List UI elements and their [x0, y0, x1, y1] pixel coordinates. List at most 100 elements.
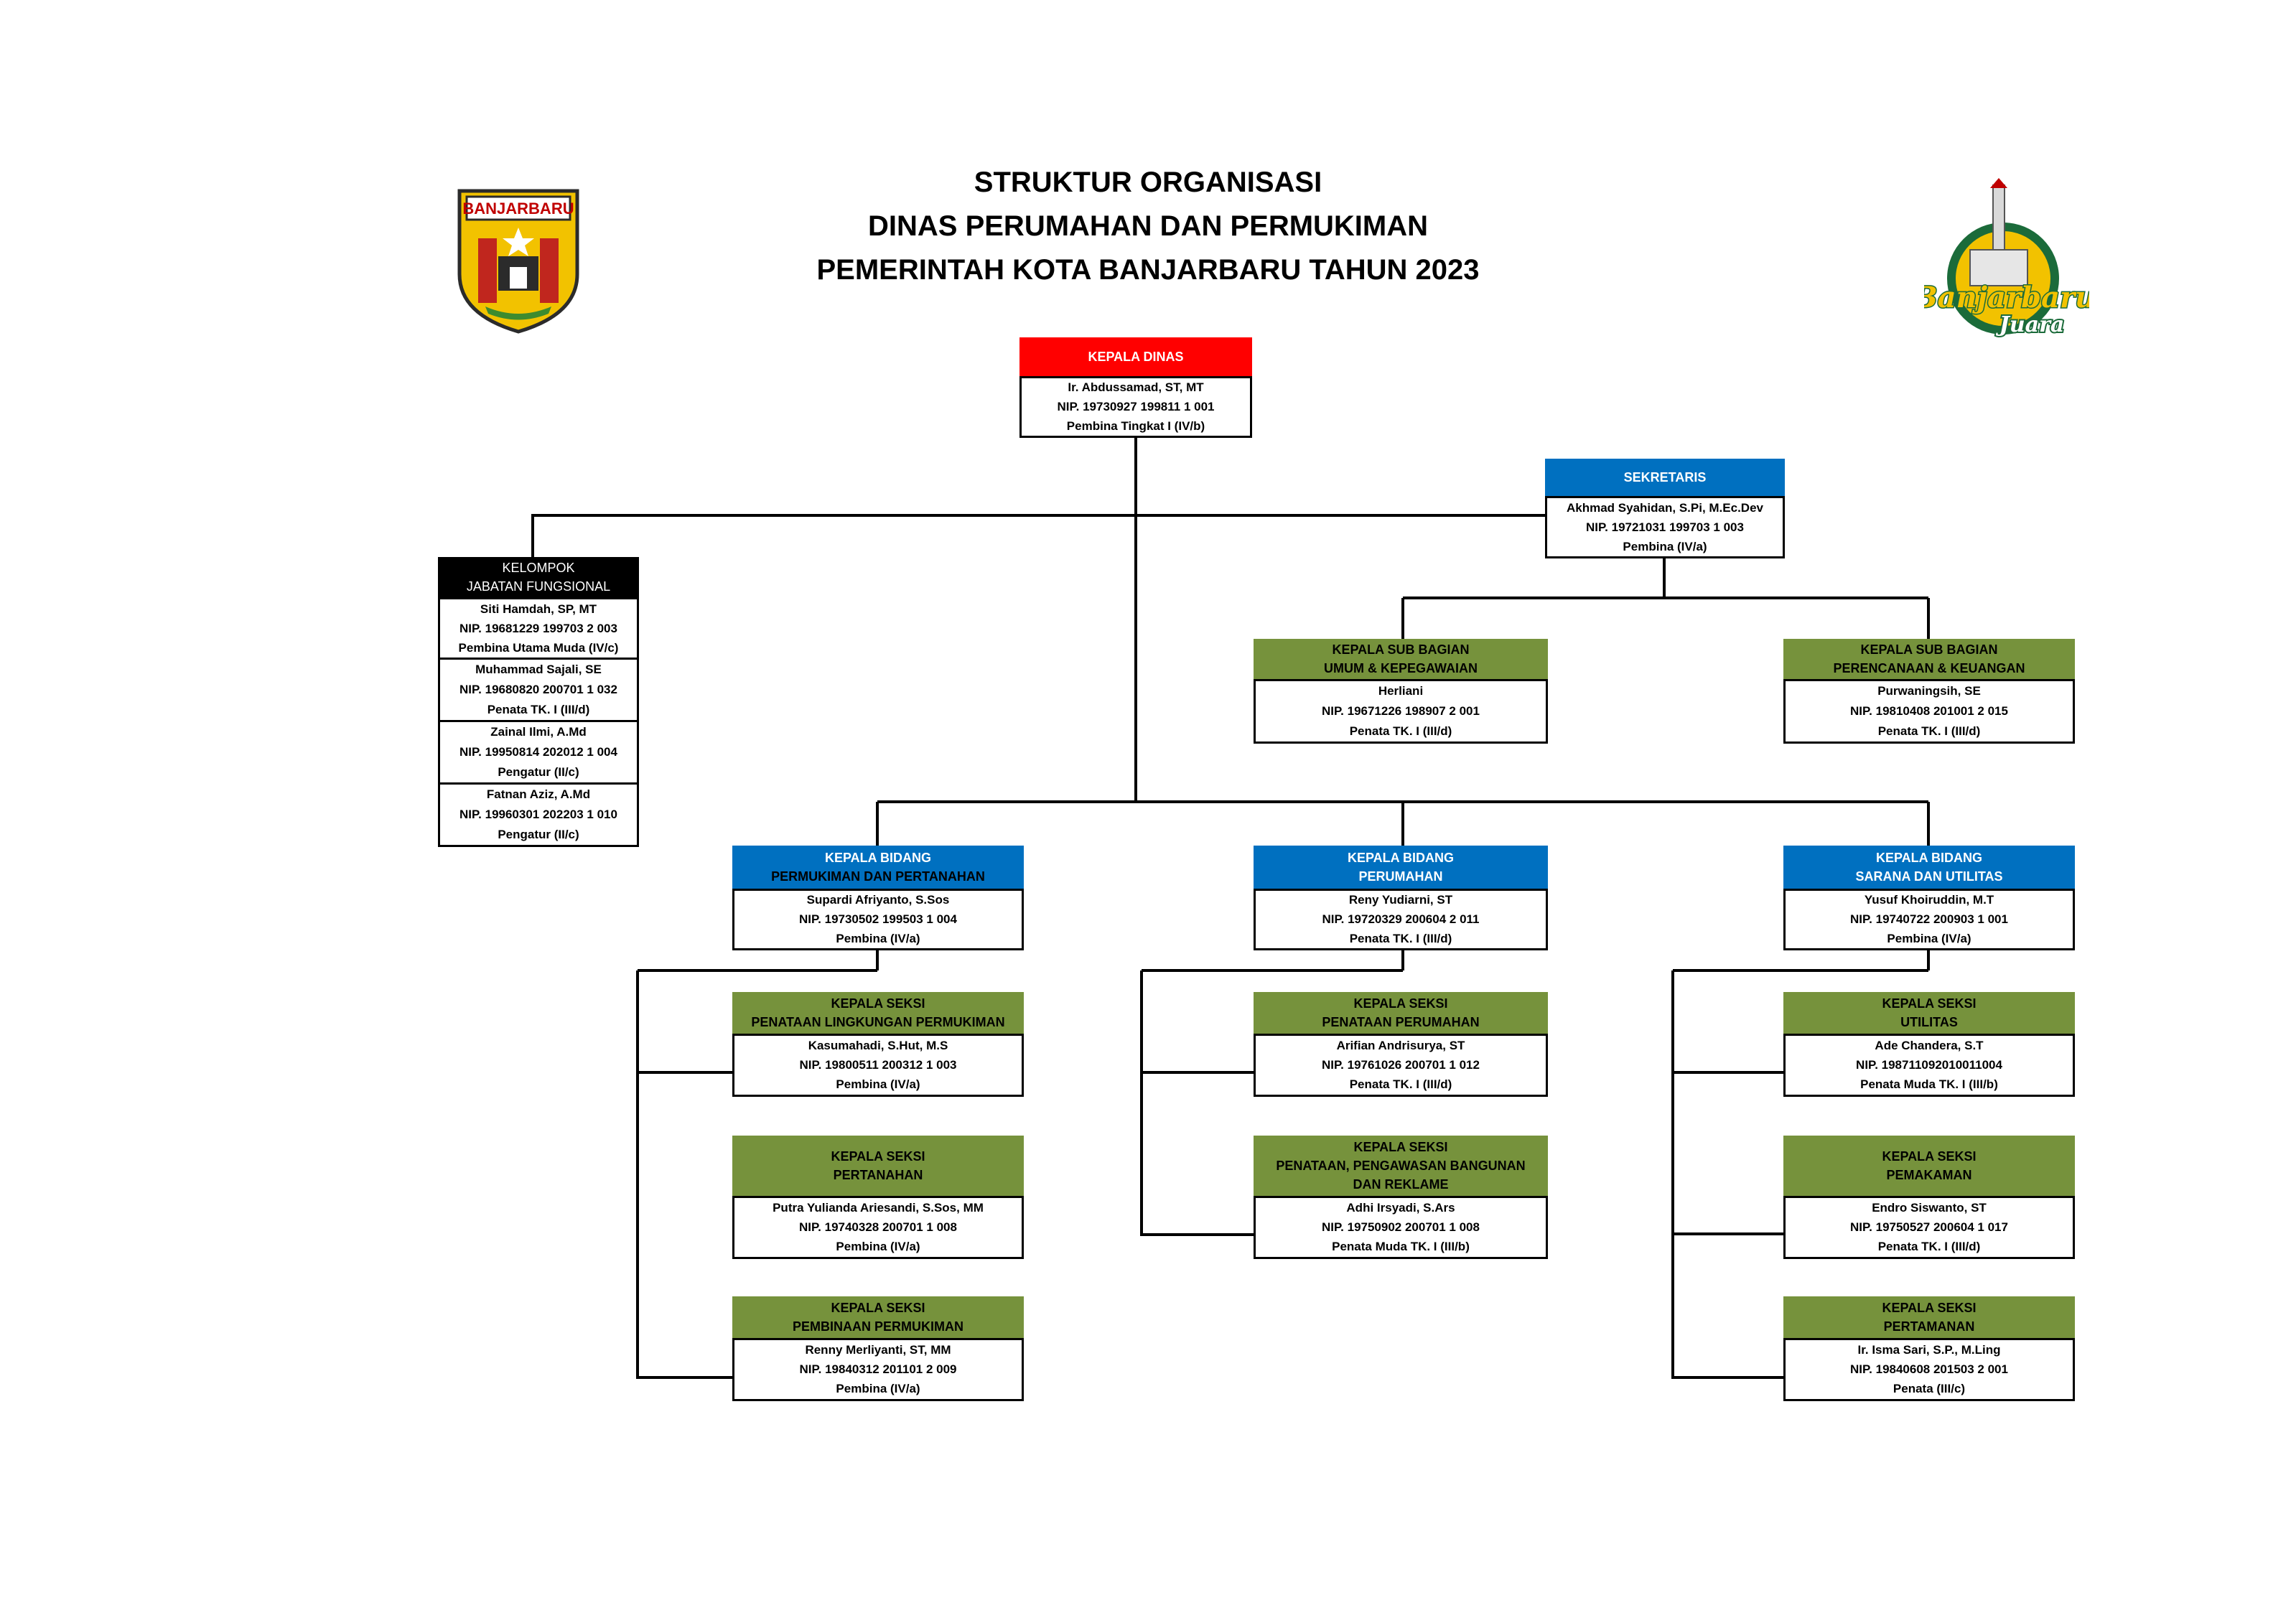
seksi-pemakaman-details: Endro Siswanto, ST NIP. 19750527 200604 …	[1783, 1196, 2075, 1259]
seksi-pembinaan-name: Renny Merliyanti, ST, MM	[805, 1342, 951, 1357]
seksi-perumahan-title-1: KEPALA SEKSI	[1353, 996, 1448, 1011]
seksi-pertanahan-box: KEPALA SEKSI PERTANAHAN Putra Yulianda A…	[732, 1136, 1024, 1259]
member-name: Muhammad Sajali, SE	[475, 663, 602, 676]
seksi-bangunan-title-3: DAN REKLAME	[1353, 1177, 1449, 1192]
bidang-permukiman-name: Supardi Afriyanto, S.Sos	[806, 893, 950, 907]
member-nip: NIP. 19681229 199703 2 003	[459, 621, 617, 635]
sekretaris-details: Akhmad Syahidan, S.Pi, M.Ec.Dev NIP. 197…	[1545, 496, 1785, 558]
kepala-dinas-rank: Pembina Tingkat I (IV/b)	[1066, 418, 1205, 433]
member-name: Siti Hamdah, SP, MT	[480, 602, 597, 616]
sekretaris-box: SEKRETARIS Akhmad Syahidan, S.Pi, M.Ec.D…	[1545, 459, 1785, 558]
seksi-perumahan-nip: NIP. 19761026 200701 1 012	[1322, 1057, 1480, 1072]
seksi-pemakaman-box: KEPALA SEKSI PEMAKAMAN Endro Siswanto, S…	[1783, 1136, 2075, 1259]
seksi-bangunan-title-1: KEPALA SEKSI	[1353, 1140, 1448, 1154]
seksi-lingkungan-name: Kasumahadi, S.Hut, M.S	[808, 1038, 948, 1052]
kepala-dinas-title: KEPALA DINAS	[1088, 350, 1184, 364]
seksi-perumahan-title-2: PENATAAN PERUMAHAN	[1322, 1015, 1480, 1029]
member-rank: Pengatur (II/c)	[498, 828, 579, 841]
seksi-perumahan-header: KEPALA SEKSI PENATAAN PERUMAHAN	[1254, 992, 1548, 1034]
bidang-sarana-box: KEPALA BIDANG SARANA DAN UTILITAS Yusuf …	[1783, 846, 2075, 950]
seksi-pertamanan-rank: Penata (III/c)	[1893, 1382, 1966, 1396]
subbag-perencanaan-rank: Penata TK. I (III/d)	[1877, 724, 1981, 738]
jabatan-fungsional-group: KELOMPOK JABATAN FUNGSIONAL Siti Hamdah,…	[438, 557, 639, 847]
subbag-perencanaan-title-1: KEPALA SUB BAGIAN	[1860, 642, 1998, 657]
bidang-perumahan-title-2: PERUMAHAN	[1358, 869, 1443, 884]
seksi-utilitas-box: KEPALA SEKSI UTILITAS Ade Chandera, S.T …	[1783, 992, 2075, 1097]
seksi-utilitas-title-2: UTILITAS	[1900, 1015, 1958, 1029]
bidang-sarana-nip: NIP. 19740722 200903 1 001	[1850, 912, 2008, 926]
member-name: Fatnan Aziz, A.Md	[486, 787, 591, 801]
jabatan-fungsional-header: KELOMPOK JABATAN FUNGSIONAL	[438, 557, 639, 597]
seksi-bangunan-details: Adhi Irsyadi, S.Ars NIP. 19750902 200701…	[1254, 1196, 1548, 1259]
seksi-utilitas-rank: Penata Muda TK. I (III/b)	[1860, 1077, 1998, 1092]
seksi-bangunan-header: KEPALA SEKSI PENATAAN, PENGAWASAN BANGUN…	[1254, 1136, 1548, 1196]
seksi-perumahan-details: Arifian Andrisurya, ST NIP. 19761026 200…	[1254, 1034, 1548, 1097]
bidang-permukiman-box: KEPALA BIDANG PERMUKIMAN DAN PERTANAHAN …	[732, 846, 1024, 950]
sekretaris-header: SEKRETARIS	[1545, 459, 1785, 496]
seksi-pertamanan-title-1: KEPALA SEKSI	[1882, 1301, 1977, 1315]
seksi-utilitas-name: Ade Chandera, S.T	[1875, 1038, 1984, 1052]
seksi-utilitas-header: KEPALA SEKSI UTILITAS	[1783, 992, 2075, 1034]
kepala-dinas-box: KEPALA DINAS Ir. Abdussamad, ST, MT NIP.…	[1019, 337, 1252, 438]
title-line-2: DINAS PERUMAHAN DAN PERMUKIMAN	[868, 210, 1428, 242]
banjarbaru-juara-logo: Banjarbaru Juara	[1911, 178, 2097, 343]
sekretaris-nip: NIP. 19721031 199703 1 003	[1586, 520, 1744, 534]
subbag-umum-title-1: KEPALA SUB BAGIAN	[1332, 642, 1470, 657]
bidang-perumahan-rank: Penata TK. I (III/d)	[1349, 931, 1452, 945]
seksi-pembinaan-rank: Pembina (IV/a)	[836, 1382, 920, 1396]
seksi-pembinaan-title-1: KEPALA SEKSI	[831, 1301, 925, 1315]
seksi-lingkungan-title-1: KEPALA SEKSI	[831, 996, 925, 1011]
bidang-perumahan-header: KEPALA BIDANG PERUMAHAN	[1254, 846, 1548, 889]
seksi-pemakaman-name: Endro Siswanto, ST	[1872, 1200, 1987, 1215]
subbag-perencanaan-title-2: PERENCANAAN & KEUANGAN	[1833, 661, 2025, 675]
bidang-sarana-rank: Pembina (IV/a)	[1887, 931, 1971, 945]
seksi-lingkungan-details: Kasumahadi, S.Hut, M.S NIP. 19800511 200…	[732, 1034, 1024, 1097]
bidang-permukiman-details: Supardi Afriyanto, S.Sos NIP. 19730502 1…	[732, 889, 1024, 950]
seksi-pembinaan-box: KEPALA SEKSI PEMBINAAN PERMUKIMAN Renny …	[732, 1296, 1024, 1401]
seksi-pertanahan-name: Putra Yulianda Ariesandi, S.Sos, MM	[773, 1200, 984, 1215]
kepala-dinas-nip: NIP. 19730927 199811 1 001	[1057, 399, 1215, 413]
member-nip: NIP. 19950814 202012 1 004	[459, 745, 617, 759]
seksi-pemakaman-header: KEPALA SEKSI PEMAKAMAN	[1783, 1136, 2075, 1196]
sekretaris-name: Akhmad Syahidan, S.Pi, M.Ec.Dev	[1567, 500, 1763, 515]
bidang-permukiman-header: KEPALA BIDANG PERMUKIMAN DAN PERTANAHAN	[732, 846, 1024, 889]
seksi-utilitas-title-1: KEPALA SEKSI	[1882, 996, 1977, 1011]
seksi-pertanahan-details: Putra Yulianda Ariesandi, S.Sos, MM NIP.…	[732, 1196, 1024, 1259]
banjarbaru-coat-of-arms-logo: BANJARBARU	[457, 188, 580, 334]
seksi-pertamanan-header: KEPALA SEKSI PERTAMANAN	[1783, 1296, 2075, 1338]
seksi-pembinaan-details: Renny Merliyanti, ST, MM NIP. 19840312 2…	[732, 1338, 1024, 1401]
bidang-perumahan-name: Reny Yudiarni, ST	[1348, 893, 1453, 907]
fungsional-member: Fatnan Aziz, A.Md NIP. 19960301 202203 1…	[438, 785, 639, 847]
bidang-perumahan-nip: NIP. 19720329 200604 2 011	[1322, 912, 1480, 926]
title-line-1: STRUKTUR ORGANISASI	[974, 167, 1322, 198]
seksi-pertamanan-nip: NIP. 19840608 201503 2 001	[1850, 1362, 2008, 1376]
bidang-sarana-header: KEPALA BIDANG SARANA DAN UTILITAS	[1783, 846, 2075, 889]
member-name: Zainal Ilmi, A.Md	[490, 725, 587, 739]
seksi-bangunan-nip: NIP. 19750902 200701 1 008	[1322, 1220, 1480, 1234]
seksi-pembinaan-title-2: PEMBINAAN PERMUKIMAN	[793, 1319, 963, 1334]
fungsional-member: Muhammad Sajali, SE NIP. 19680820 200701…	[438, 660, 639, 722]
seksi-lingkungan-title-2: PENATAAN LINGKUNGAN PERMUKIMAN	[751, 1015, 1005, 1029]
title-line-3: PEMERINTAH KOTA BANJARBARU TAHUN 2023	[816, 254, 1480, 286]
seksi-perumahan-rank: Penata TK. I (III/d)	[1349, 1077, 1452, 1092]
bidang-perumahan-details: Reny Yudiarni, ST NIP. 19720329 200604 2…	[1254, 889, 1548, 950]
subbag-perencanaan-header: KEPALA SUB BAGIAN PERENCANAAN & KEUANGAN	[1783, 639, 2075, 679]
coat-of-arms-label: BANJARBARU	[462, 200, 574, 217]
subbag-perencanaan-nip: NIP. 19810408 201001 2 015	[1850, 704, 2008, 718]
bidang-permukiman-title-2: PERMUKIMAN DAN PERTANAHAN	[771, 869, 985, 884]
bidang-perumahan-title-1: KEPALA BIDANG	[1348, 851, 1454, 865]
jabatan-fungsional-title-1: KELOMPOK	[502, 561, 575, 575]
seksi-utilitas-nip: NIP. 198711092010011004	[1856, 1057, 2002, 1072]
seksi-pertamanan-details: Ir. Isma Sari, S.P., M.Ling NIP. 1984060…	[1783, 1338, 2075, 1401]
seksi-bangunan-title-2: PENATAAN, PENGAWASAN BANGUNAN	[1276, 1159, 1526, 1173]
seksi-perumahan-box: KEPALA SEKSI PENATAAN PERUMAHAN Arifian …	[1254, 992, 1548, 1097]
seksi-pertamanan-box: KEPALA SEKSI PERTAMANAN Ir. Isma Sari, S…	[1783, 1296, 2075, 1401]
seksi-pemakaman-rank: Penata TK. I (III/d)	[1877, 1240, 1981, 1254]
subbag-perencanaan-details: Purwaningsih, SE NIP. 19810408 201001 2 …	[1783, 679, 2075, 744]
subbag-umum-header: KEPALA SUB BAGIAN UMUM & KEPEGAWAIAN	[1254, 639, 1548, 679]
bidang-sarana-title-2: SARANA DAN UTILITAS	[1855, 869, 2003, 884]
subbag-umum-nip: NIP. 19671226 198907 2 001	[1322, 704, 1480, 718]
bidang-sarana-title-1: KEPALA BIDANG	[1876, 851, 1982, 865]
seksi-lingkungan-nip: NIP. 19800511 200312 1 003	[799, 1057, 957, 1072]
